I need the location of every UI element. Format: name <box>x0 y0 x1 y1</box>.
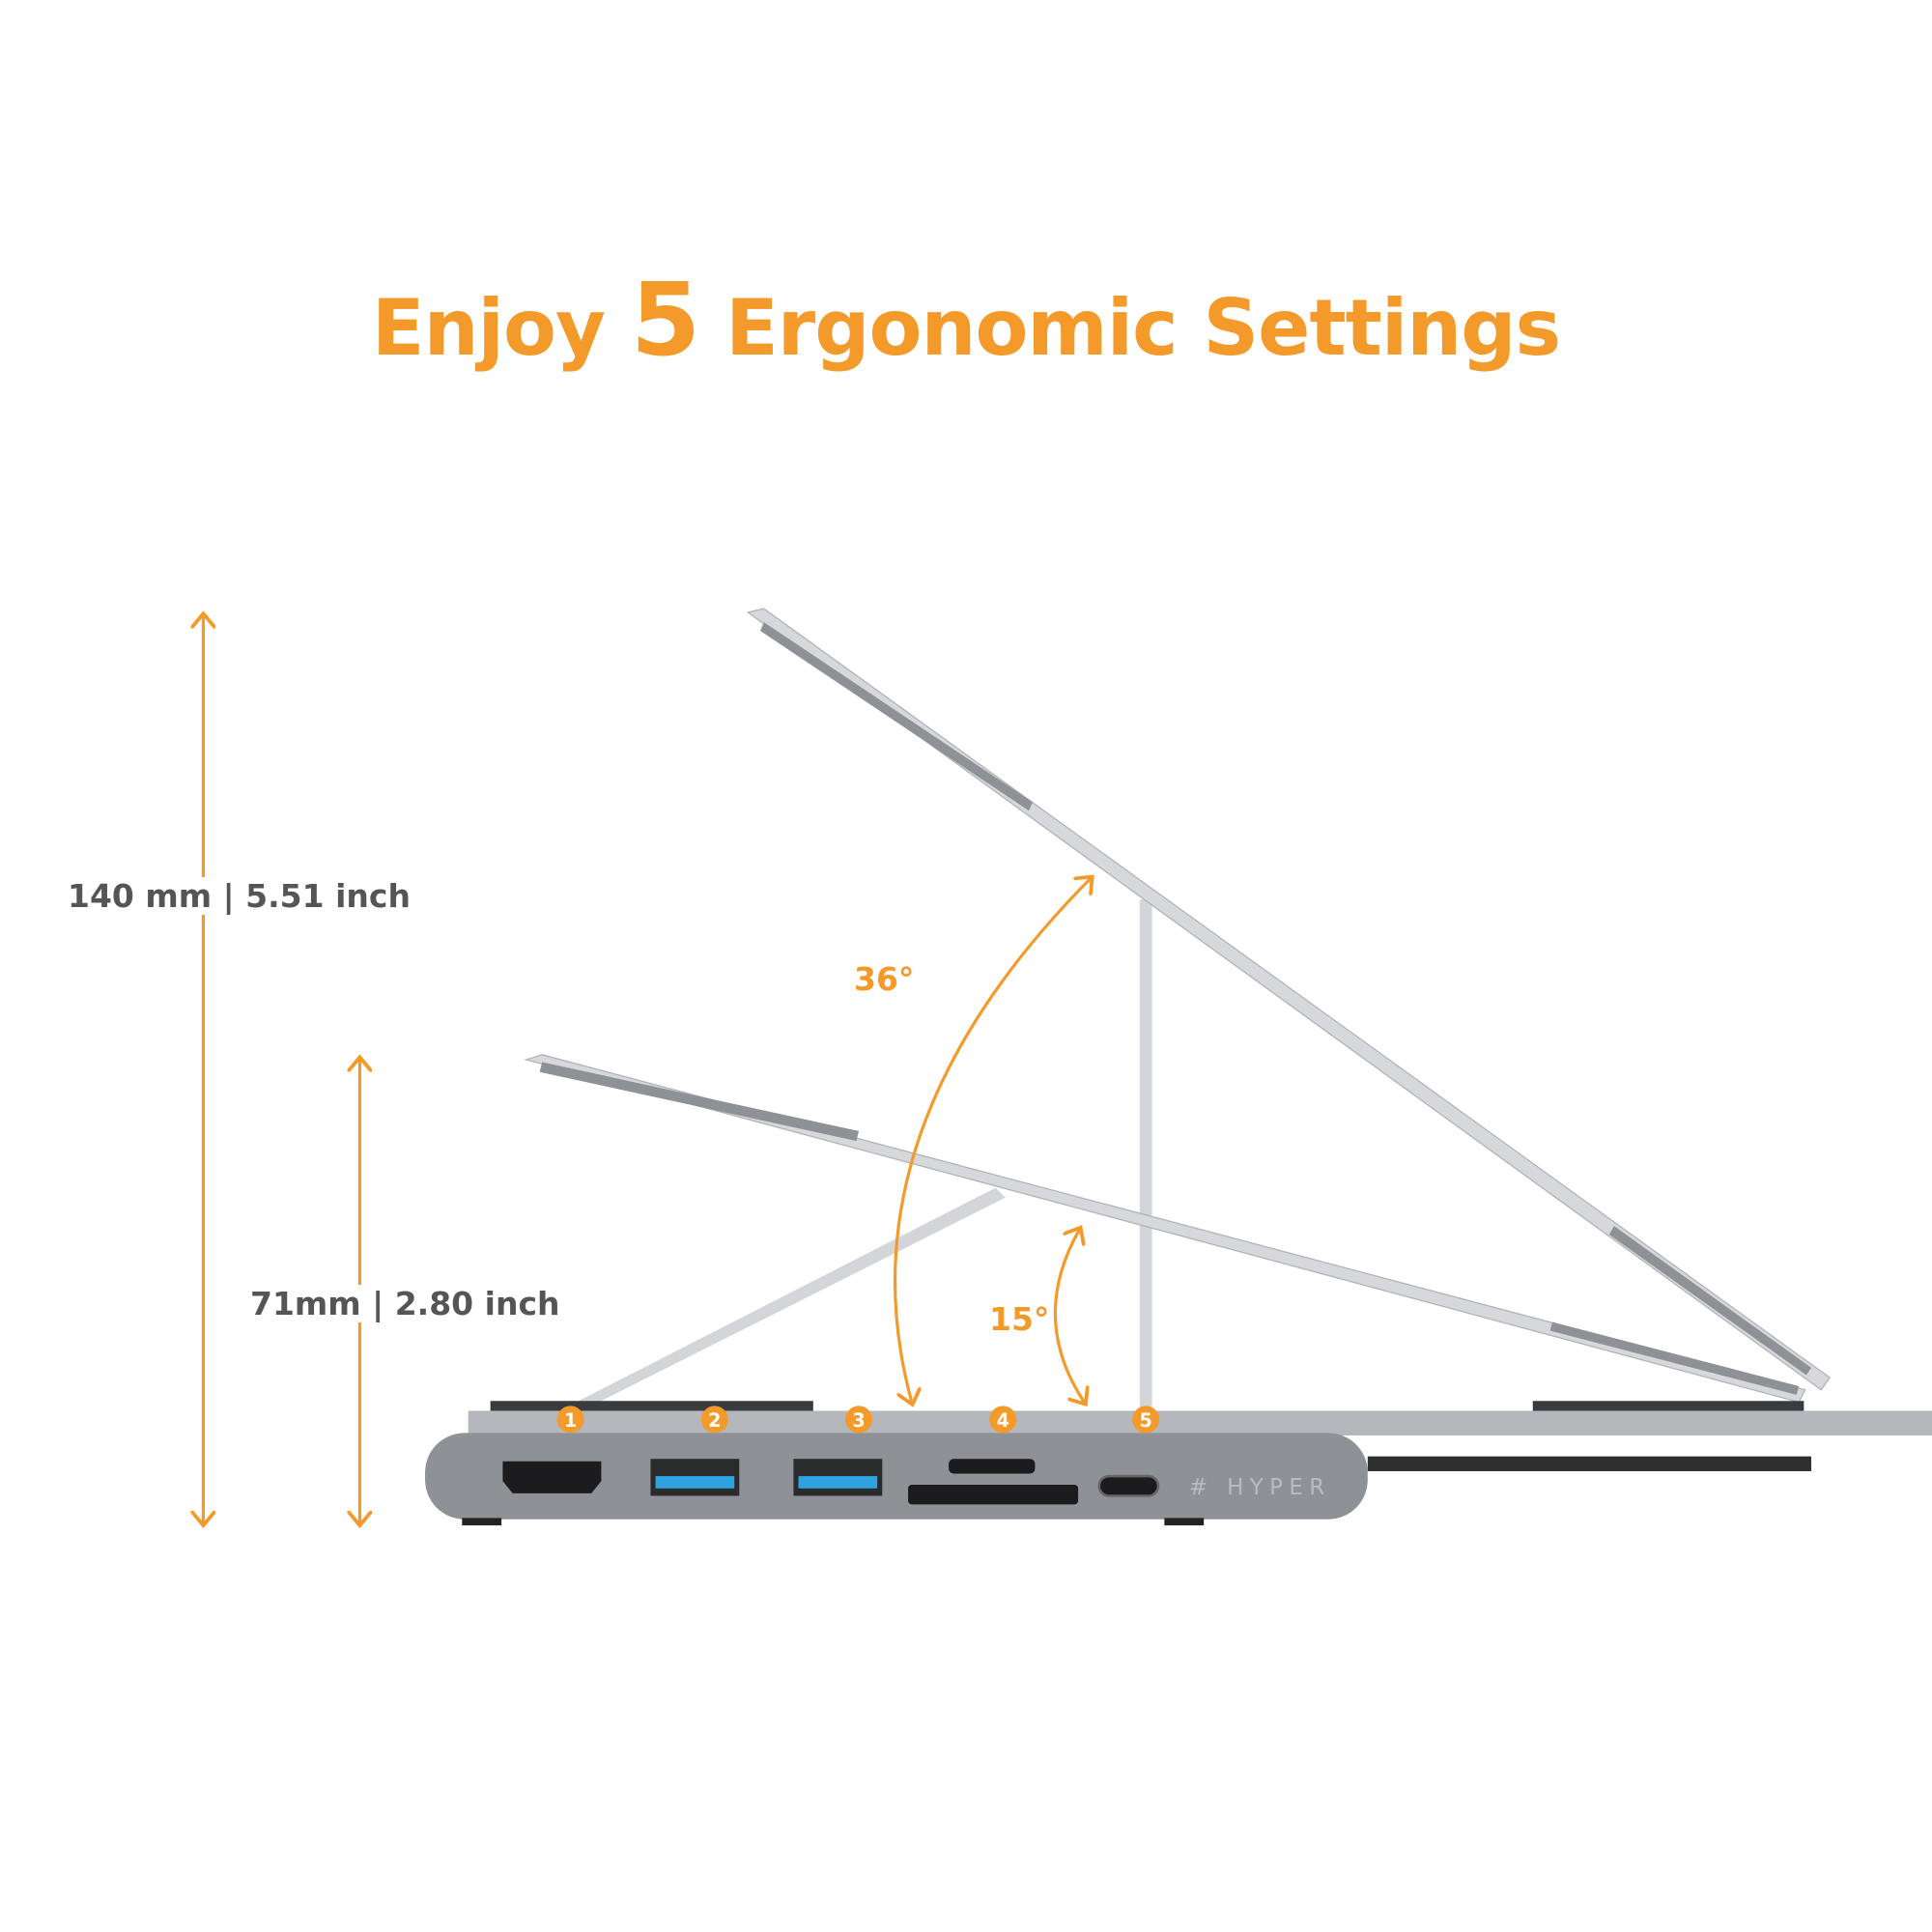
angle-36-arc <box>893 878 1091 1402</box>
angle-36-label: 36° <box>854 960 915 998</box>
usb-a-port-1-tongue <box>655 1476 735 1489</box>
front-leg <box>552 1187 1006 1417</box>
port-badge-number: 3 <box>852 1409 865 1432</box>
hub-foot-right <box>1164 1518 1205 1526</box>
title-number: 5 <box>630 261 700 379</box>
page-title: Enjoy 5 Ergonomic Settings <box>0 261 1932 379</box>
rear-leg <box>1139 899 1152 1411</box>
low-plate-pad <box>539 1062 860 1142</box>
usb-a-port-2-tongue <box>798 1476 878 1489</box>
angle-15-arc <box>1053 1230 1084 1403</box>
high-plate <box>746 608 1832 1391</box>
microsd-slot <box>949 1459 1036 1474</box>
port-badge-number: 5 <box>1140 1409 1152 1432</box>
title-suffix: Ergonomic Settings <box>725 283 1561 373</box>
height-71-label: 71mm | 2.80 inch <box>250 1285 560 1322</box>
port-badge-1 <box>556 1406 584 1434</box>
high-plate-pad-2 <box>1608 1226 1811 1376</box>
hub-foot-left <box>462 1518 502 1526</box>
base-pad-right <box>1532 1401 1804 1414</box>
base-plate <box>468 1410 1932 1435</box>
hyper-logo: # HYPER <box>1189 1475 1331 1500</box>
hinge-bar <box>1367 1456 1811 1471</box>
sd-slot <box>908 1484 1079 1505</box>
hub-body <box>425 1433 1368 1520</box>
port-badge-3 <box>845 1406 873 1434</box>
title-prefix: Enjoy <box>371 283 606 373</box>
high-plate-pad <box>759 622 1033 811</box>
port-badge-number: 1 <box>564 1409 577 1432</box>
port-badge-5 <box>1132 1406 1160 1434</box>
low-plate <box>524 1054 1806 1404</box>
port-badge-number: 2 <box>708 1409 721 1432</box>
port-badge-number: 4 <box>997 1409 1009 1432</box>
hdmi-port <box>502 1461 602 1493</box>
port-badge-4 <box>989 1406 1017 1434</box>
height-140-label: 140 mm | 5.51 inch <box>68 877 411 915</box>
port-badge-2 <box>700 1406 728 1434</box>
angle-15-label: 15° <box>989 1300 1050 1338</box>
usb-c-port <box>1097 1474 1160 1497</box>
low-plate-pad-2 <box>1549 1321 1800 1395</box>
